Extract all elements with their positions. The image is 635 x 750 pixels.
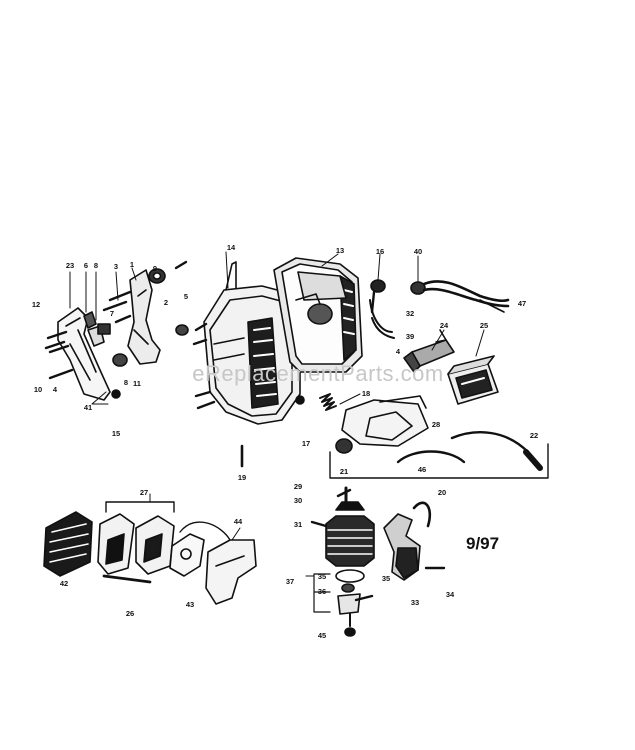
callout-44: 44	[234, 517, 243, 526]
muffler-bolt-part	[102, 574, 152, 584]
callout-11: 11	[133, 379, 141, 388]
air-cleaner-cover-part	[341, 395, 429, 447]
callout-19: 19	[238, 473, 246, 482]
engine-housing-part	[192, 261, 301, 425]
muffler-part	[97, 501, 175, 575]
watermark-text: eReplacementParts.com	[192, 361, 443, 386]
callout-42: 42	[60, 579, 68, 588]
callout-35: 35	[382, 574, 390, 583]
callout-7: 7	[110, 309, 114, 318]
heat-shield-part	[205, 539, 257, 605]
diagram-date-code: 9/97	[466, 534, 499, 553]
callout-2: 2	[164, 298, 168, 307]
muffler-gasket-part	[169, 521, 231, 577]
callout-4: 4	[53, 385, 58, 394]
callout-26: 26	[126, 609, 134, 618]
fuel-tank-lines-part	[329, 431, 549, 479]
handle-bracket-part	[83, 260, 189, 367]
leader-lines	[69, 251, 485, 577]
callout-37: 37	[286, 577, 294, 586]
callout-13: 13	[336, 246, 344, 255]
callout-29: 29	[294, 482, 302, 491]
spark-plug-boot-part	[369, 279, 395, 339]
callout-31: 31	[294, 520, 302, 529]
callout-18: 18	[362, 389, 370, 398]
callout-25: 25	[480, 321, 488, 330]
callout-8: 8	[94, 261, 98, 270]
callout-1: 1	[130, 260, 134, 269]
callout-23: 23	[66, 261, 74, 270]
engine-cover-part	[273, 257, 363, 373]
callout-40: 40	[414, 247, 422, 256]
callout-46: 46	[418, 465, 426, 474]
callout-17: 17	[302, 439, 310, 448]
callout-14: 14	[227, 243, 236, 252]
fuel-line-part	[410, 280, 510, 313]
piston-part	[313, 569, 374, 637]
callout-15: 15	[112, 429, 120, 438]
callout-30: 30	[294, 496, 302, 505]
callout-24: 24	[440, 321, 449, 330]
callout-22: 22	[530, 431, 538, 440]
callout-28: 28	[432, 420, 440, 429]
callout-34: 34	[446, 590, 455, 599]
callout-36: 36	[318, 587, 326, 596]
carburetor-part	[383, 501, 446, 581]
callout-33: 33	[411, 598, 419, 607]
cylinder-part	[310, 501, 375, 567]
callout-41: 41	[84, 403, 92, 412]
callout-35: 35	[318, 572, 326, 581]
callout-20: 20	[438, 488, 446, 497]
callout-8: 8	[124, 378, 128, 387]
callout-3: 3	[114, 262, 118, 271]
callout-5: 5	[184, 292, 188, 301]
air-filter-part	[403, 329, 499, 405]
muffler-guard-part	[43, 511, 93, 577]
callout-9: 9	[153, 264, 157, 273]
callout-10: 10	[34, 385, 42, 394]
callout-45: 45	[318, 631, 326, 640]
callout-16: 16	[376, 247, 384, 256]
callout-43: 43	[186, 600, 194, 609]
callout-6: 6	[84, 261, 88, 270]
diagram-artwork	[43, 251, 549, 637]
callout-4: 4	[396, 347, 401, 356]
throttle-handle-part	[44, 307, 121, 401]
spring-part	[295, 393, 337, 411]
callout-47: 47	[518, 299, 526, 308]
callout-39: 39	[406, 332, 414, 341]
callout-32: 32	[406, 309, 414, 318]
callout-27: 27	[140, 488, 148, 497]
callout-21: 21	[340, 467, 348, 476]
callout-12: 12	[32, 300, 40, 309]
